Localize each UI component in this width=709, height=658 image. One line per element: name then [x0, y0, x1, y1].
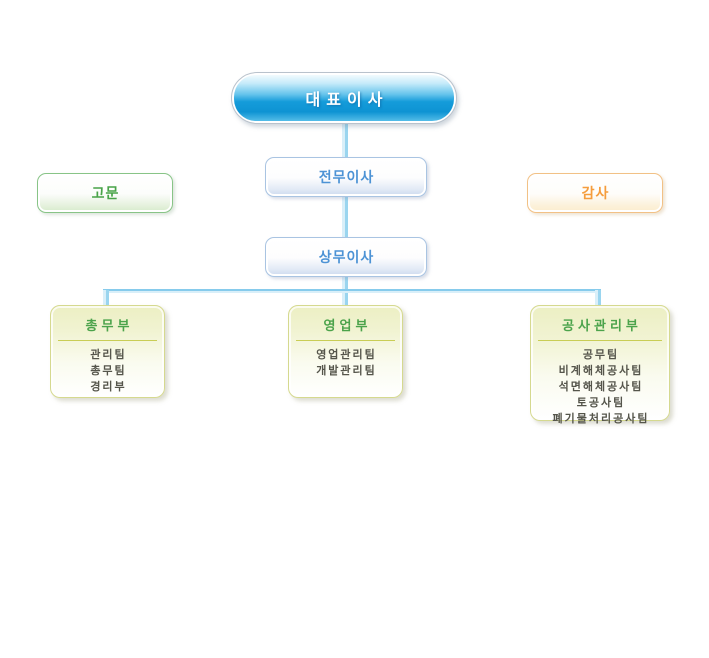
dept-team-item: 비계해체공사팀: [558, 365, 644, 377]
dept-sales: 영업부 영업관리팀 개발관리팀: [288, 305, 403, 398]
connector-drop-dept-3: [595, 290, 601, 307]
connector-executive-managing: [342, 193, 348, 239]
node-auditor-label: 감사: [581, 185, 610, 201]
dept-team-item: 개발관리팀: [316, 365, 377, 377]
dept-team-item: 총무팀: [90, 365, 127, 377]
dept-general-affairs: 총무부 관리팀 총무팀 경리부: [50, 305, 165, 398]
dept-general-affairs-title: 총무부: [85, 318, 134, 333]
node-advisor: 고문: [37, 173, 173, 213]
dept-team-item: 폐기물처리공사팀: [552, 413, 650, 425]
node-ceo: 대표이사: [231, 72, 457, 124]
dept-construction-management: 공사관리부 공무팀 비계해체공사팀 석면해체공사팀 토공사팀 폐기물처리공사팀: [530, 305, 670, 425]
node-advisor-label: 고문: [91, 185, 120, 201]
connector-ceo-executive: [342, 120, 348, 160]
dept-team-item: 공무팀: [582, 349, 620, 361]
node-executive-director-label: 전무이사: [318, 169, 375, 185]
dept-divider: [58, 340, 157, 341]
dept-divider: [296, 340, 395, 341]
dept-team-item: 경리부: [90, 381, 127, 393]
dept-team-item: 영업관리팀: [316, 349, 377, 361]
dept-team-item: 토공사팀: [576, 397, 626, 409]
dept-construction-management-title: 공사관리부: [562, 318, 642, 333]
dept-divider: [538, 340, 662, 341]
dept-team-item: 관리팀: [90, 349, 127, 361]
dept-sales-title: 영업부: [323, 318, 372, 333]
connector-drop-dept-1: [103, 290, 109, 307]
connector-departments-horizontal: [103, 289, 601, 293]
node-auditor: 감사: [527, 173, 663, 213]
node-executive-director: 전무이사: [265, 157, 427, 197]
node-managing-director-label: 상무이사: [318, 249, 375, 265]
node-ceo-label: 대표이사: [234, 75, 454, 121]
dept-team-item: 석면해체공사팀: [558, 381, 644, 393]
node-managing-director: 상무이사: [265, 237, 427, 277]
